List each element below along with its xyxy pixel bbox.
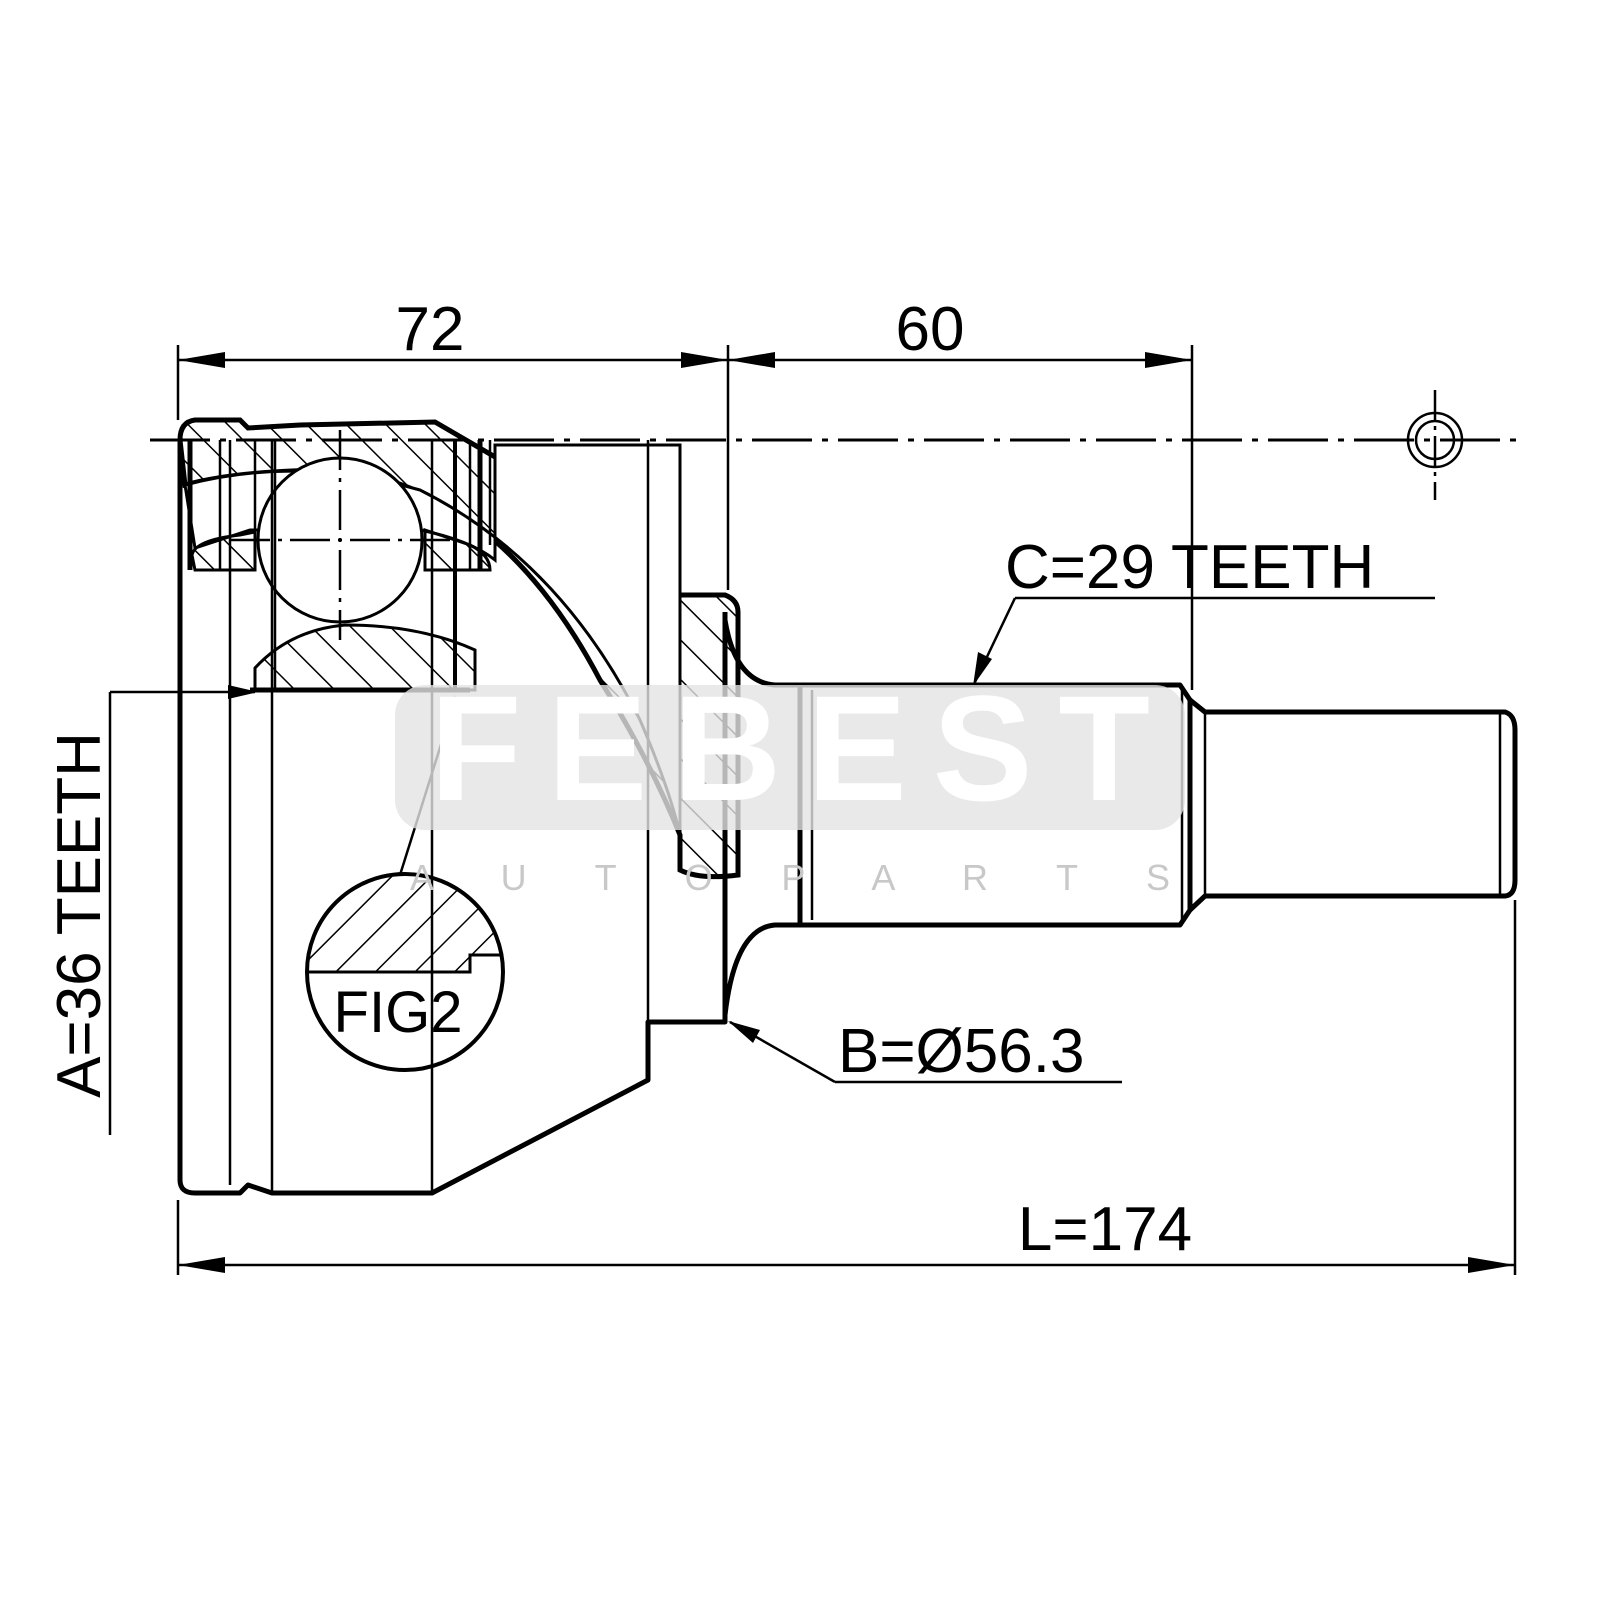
cage-lines [187, 440, 492, 693]
svg-text:A U T O P A R T S: A U T O P A R T S [410, 857, 1170, 898]
spline-a-callout: A=36 TEETH [45, 685, 258, 1135]
svg-text:L=174: L=174 [1018, 1195, 1192, 1264]
svg-text:B=Ø56.3: B=Ø56.3 [838, 1017, 1084, 1086]
dimension-60: 60 [728, 295, 1194, 690]
fig2-detail: FIG2 [305, 695, 505, 1072]
svg-text:A=36 TEETH: A=36 TEETH [45, 732, 114, 1098]
febest-watermark: FEBEST A U T O P A R T S [395, 664, 1185, 898]
abs-ring-b-callout: B=Ø56.3 [728, 1017, 1122, 1086]
stem-neck [722, 619, 800, 1016]
dimension-72: 72 [176, 295, 730, 590]
spline-c-callout: C=29 TEETH [973, 533, 1435, 686]
svg-text:72: 72 [396, 295, 465, 364]
dimension-total-length: L=174 [176, 900, 1517, 1275]
svg-text:60: 60 [896, 295, 965, 364]
threaded-end [1188, 698, 1518, 912]
fig2-label: FIG2 [334, 980, 463, 1045]
housing-outline-lower [177, 440, 728, 1196]
svg-text:C=29 TEETH: C=29 TEETH [1005, 533, 1374, 602]
inner-race-hatch [253, 623, 477, 692]
